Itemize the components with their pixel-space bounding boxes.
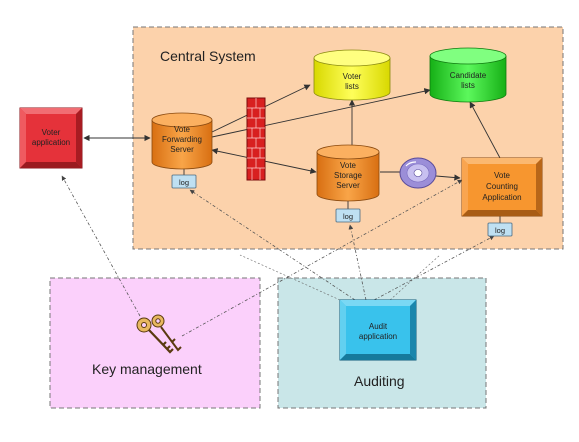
vote-storage-label-1: Vote (340, 161, 357, 170)
key-management-title: Key management (92, 361, 202, 377)
audit-application-label-2: application (359, 332, 397, 341)
voter-application-node: Voter application (19, 107, 83, 169)
forwarding-log-box: log (171, 174, 197, 189)
candidate-lists-node: Candidate lists (429, 47, 507, 103)
keys-icon (136, 314, 182, 354)
vote-forwarding-label-1: Vote (174, 125, 191, 134)
forwarding-log-label: log (179, 178, 189, 187)
central-system-title: Central System (160, 48, 256, 64)
voter-application-label-1: Voter (42, 128, 61, 137)
counting-log-box: log (487, 222, 513, 237)
firewall-icon (246, 97, 266, 181)
vote-storage-label-2: Storage (334, 171, 363, 180)
vote-storage-server-node: Vote Storage Server (316, 144, 380, 202)
voter-lists-label-1: Voter (343, 72, 362, 81)
key-management-region (49, 277, 261, 409)
audit-application-node: Audit application (339, 299, 417, 361)
vote-counting-label-3: Application (482, 193, 521, 202)
optical-disc-icon (399, 157, 437, 189)
auditing-title: Auditing (354, 373, 405, 389)
candidate-lists-label-2: lists (461, 81, 475, 90)
vote-storage-label-3: Server (336, 181, 360, 190)
candidate-lists-label-1: Candidate (450, 71, 487, 80)
counting-log-label: log (495, 226, 505, 235)
storage-log-box: log (335, 208, 361, 223)
audit-application-label-1: Audit (369, 322, 388, 331)
vote-forwarding-label-3: Server (170, 145, 194, 154)
vote-counting-label-2: Counting (486, 182, 518, 191)
vote-forwarding-label-2: Forwarding (162, 135, 202, 144)
voter-lists-label-2: lists (345, 82, 359, 91)
voter-lists-node: Voter lists (313, 49, 391, 101)
voter-application-label-2: application (32, 138, 70, 147)
storage-log-label: log (343, 212, 353, 221)
vote-counting-application-node: Vote Counting Application (461, 157, 543, 217)
dashed-links (61, 175, 495, 337)
vote-counting-label-1: Vote (494, 171, 511, 180)
vote-forwarding-server-node: Vote Forwarding Server (151, 112, 213, 170)
